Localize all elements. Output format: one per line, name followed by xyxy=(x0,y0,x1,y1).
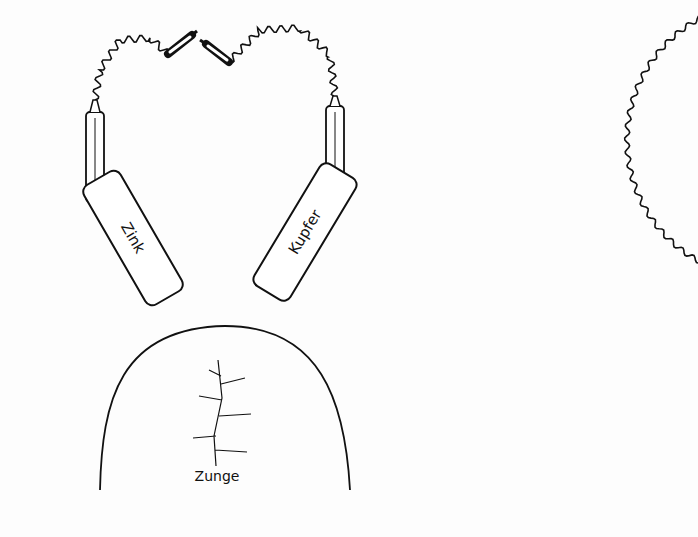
organ-label: Zunge xyxy=(195,468,240,484)
plate-label: Zink xyxy=(117,219,149,256)
clip xyxy=(200,40,229,62)
wire xyxy=(229,25,337,96)
electrode-plate: Kupfer xyxy=(249,159,361,305)
tongue-outline: Zunge xyxy=(95,318,357,498)
plate-label: Kupfer xyxy=(285,206,326,257)
wire xyxy=(93,36,168,100)
round-object-edge xyxy=(625,2,698,277)
electrode-plate: Zink xyxy=(79,166,187,309)
clip xyxy=(168,31,197,54)
